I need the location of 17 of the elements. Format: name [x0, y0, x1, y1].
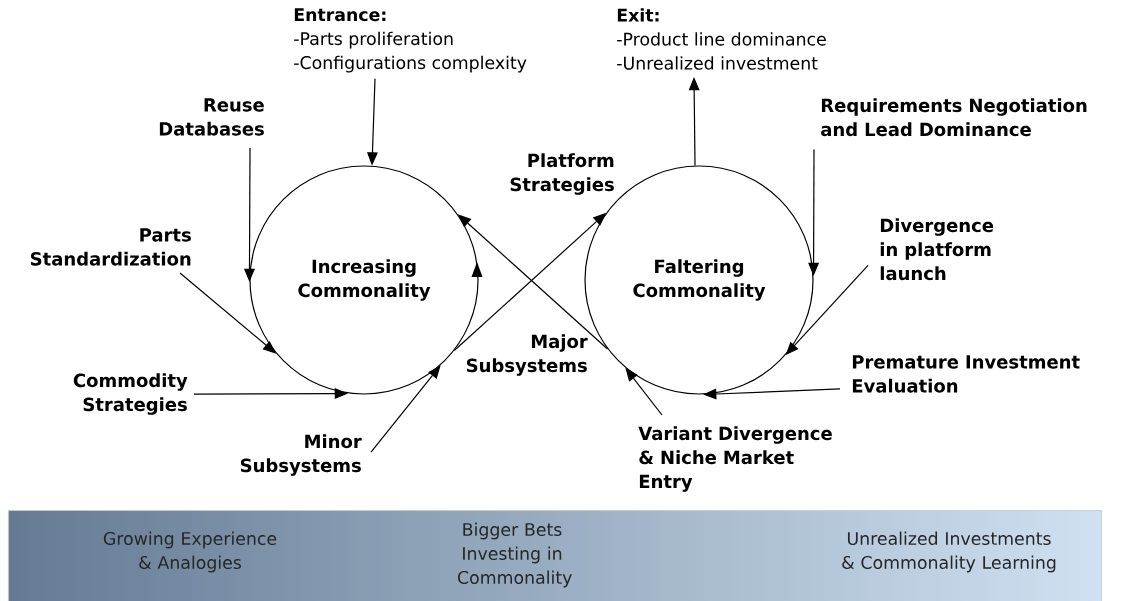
phase-label: Unrealized Investments & Commonality Learning [842, 531, 1056, 573]
transition-label: Platform Strategies [510, 153, 614, 195]
phase-label: Bigger Bets Investing in Commonality [458, 522, 572, 588]
factor-label: Commodity Strategies [73, 373, 188, 415]
arrow [688, 77, 700, 167]
factor-label: Minor Subsystems [240, 434, 362, 476]
factor-label: Divergence in platform launch [880, 218, 994, 281]
factor-label: Requirements Negotiation and Lead Dominance [821, 98, 1087, 137]
factor-label: Parts Standardization [30, 228, 191, 266]
factor-label: Variant Divergence & Niche Market Entry [638, 426, 832, 492]
transition-label: Major Subsystems [466, 334, 588, 376]
factor-label: Premature Investment Evaluation [852, 355, 1080, 393]
factor-label: Reuse Databases [159, 98, 264, 136]
condition-label: Entrance: -Parts proliferation -Configurations complexity [294, 8, 527, 73]
condition-label: Exit: -Product line dominance -Unrealized investment [617, 8, 826, 70]
phase-label: Growing Experience & Analogies [103, 531, 277, 573]
arrow [370, 365, 441, 453]
